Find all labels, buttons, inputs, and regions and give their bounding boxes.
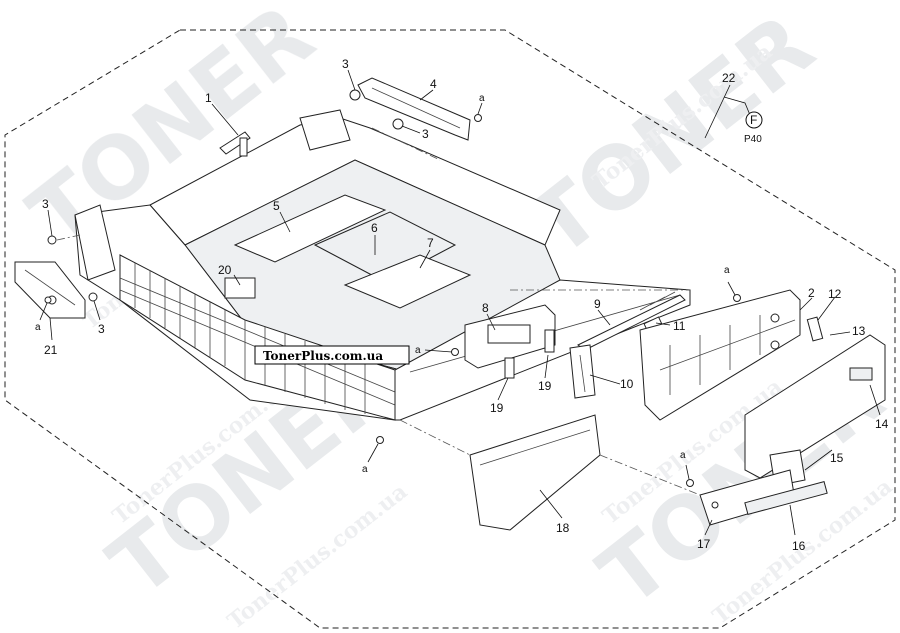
callout-19: 19 [490,401,504,415]
part-4-bracket [357,77,471,141]
callout-3: 3 [342,57,349,71]
part-6-lift-plate [313,211,457,283]
callout-10: 10 [620,377,634,391]
callout-12: 12 [828,287,842,301]
reference-marker: F P40 [744,111,763,145]
callout-2: 2 [808,286,815,300]
part-1-lever [219,131,251,157]
callout-13: 13 [852,324,866,338]
callout-17: 17 [697,537,711,551]
site-stamp-text: TonerPlus.com.ua [263,349,383,363]
part-19-pad [544,329,555,353]
callout-a: a [479,93,485,104]
part-9-shaft [577,291,686,351]
callout-19: 19 [538,379,552,393]
part-19-pad [504,357,515,379]
callout-a: a [724,265,730,276]
callout-21: 21 [44,343,58,357]
part-13-right-panel [744,334,886,479]
alignment-lines [56,127,701,496]
callout-a: a [680,450,686,461]
part-18-front-cover [469,414,601,531]
callout-3: 3 [422,127,429,141]
callout-5: 5 [273,199,280,213]
part-5-guide-plate [233,194,387,263]
callout-18: 18 [556,521,570,535]
callout-14: 14 [875,417,889,431]
leader-lines [39,69,881,536]
callout-1: 1 [205,91,212,105]
callout-labels: 1 3 4 3 a 22 3 5 6 7 20 3 a 21 8 9 11 a … [35,57,889,553]
reference-page: P40 [744,134,762,145]
screw-parts-3 [47,89,404,302]
part-12-clip [806,316,824,342]
site-stamp: TonerPlus.com.ua [254,345,410,365]
callout-4: 4 [430,77,437,91]
part-21-side-plate [14,261,86,319]
callout-15: 15 [830,451,844,465]
part-7-sheet [343,254,472,309]
callout-9: 9 [594,297,601,311]
callout-22: 22 [722,71,736,85]
part-10-stand [569,344,596,399]
callout-11: 11 [673,319,686,333]
part-14-label [849,367,873,381]
part-16-label [744,480,828,516]
callout-a: a [362,464,368,475]
part-20-bracket [224,277,256,299]
callout-a: a [415,345,421,356]
callout-3: 3 [98,322,105,336]
callout-16: 16 [792,539,806,553]
part-8-guide-block [464,304,556,369]
screws-a [44,114,741,487]
assembly-boundary [4,29,896,629]
callout-3: 3 [42,197,49,211]
callout-a: a [35,322,41,333]
part-2-side-cover [639,289,801,421]
callout-8: 8 [482,301,489,315]
callout-7: 7 [427,236,434,250]
callout-6: 6 [371,221,378,235]
callout-20: 20 [218,263,232,277]
reference-letter: F [750,113,757,127]
